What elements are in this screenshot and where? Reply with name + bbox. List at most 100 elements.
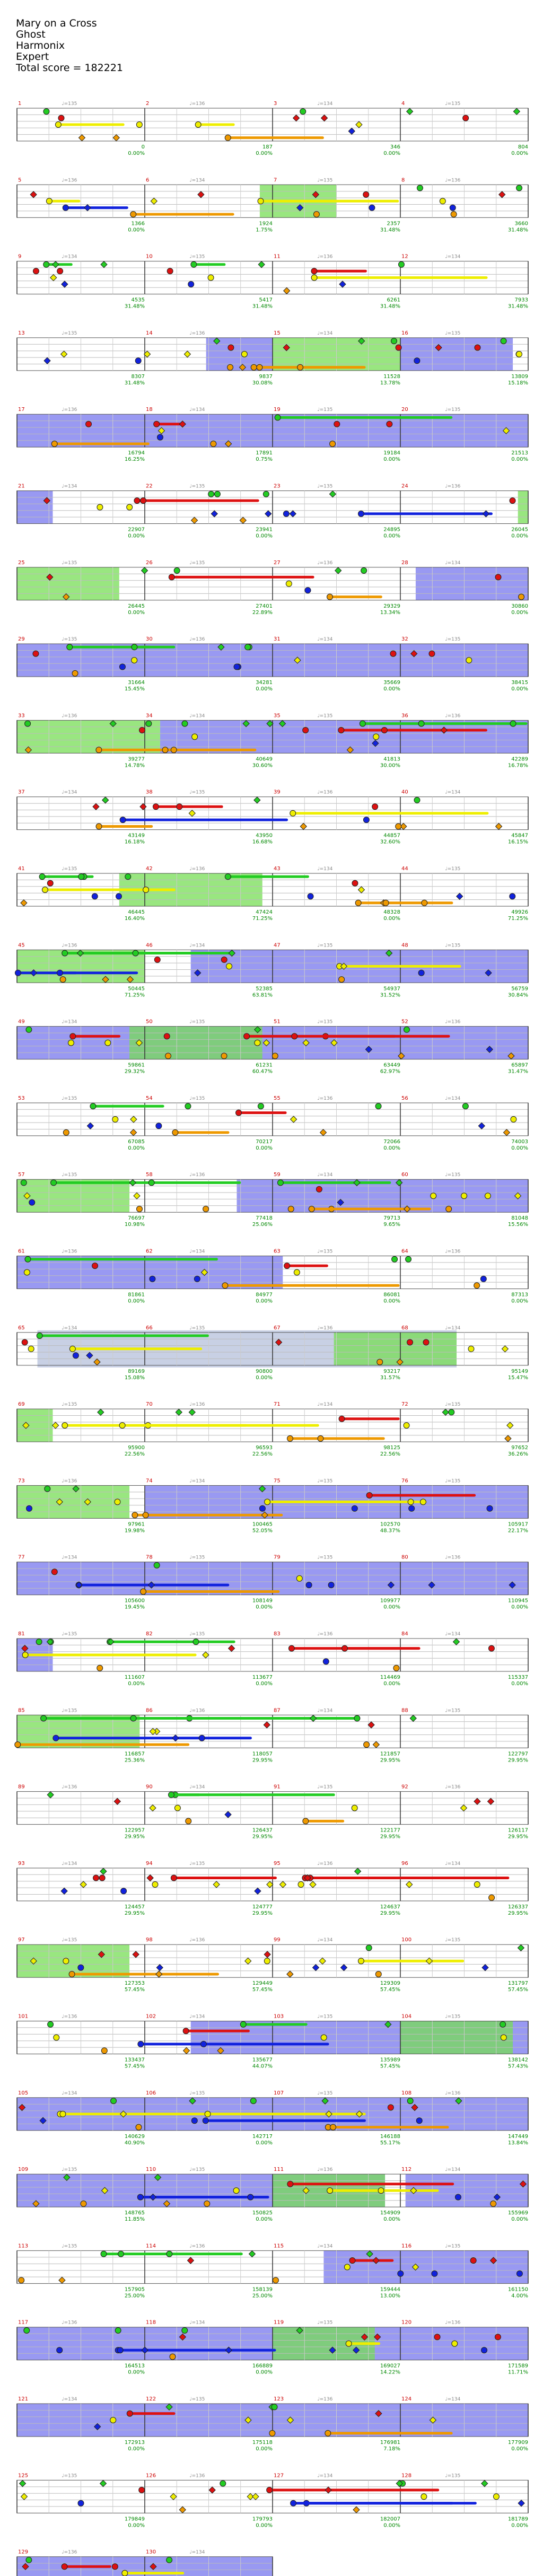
bpm-marker: ♩=134 bbox=[189, 2550, 205, 2555]
measure-score: 127353 bbox=[125, 1981, 145, 1986]
measure-percent: 22.89% bbox=[252, 610, 273, 616]
measure-percent: 0.00% bbox=[256, 1145, 273, 1151]
measure-score: 804 bbox=[518, 144, 528, 150]
measure-number: 50 bbox=[146, 1019, 153, 1025]
measure-number: 40 bbox=[401, 790, 408, 795]
measure-score: 177909 bbox=[508, 2440, 528, 2446]
measure-percent: 30.84% bbox=[508, 992, 528, 998]
gem-note bbox=[220, 2480, 226, 2487]
gem-note bbox=[434, 2334, 441, 2341]
measure-percent: 0.00% bbox=[383, 686, 400, 692]
bpm-marker: ♩=134 bbox=[445, 2397, 460, 2402]
highway-row: 97♩=13512735357.45%98♩=13612944957.45%99… bbox=[16, 1937, 529, 1993]
measure-percent: 31.52% bbox=[380, 992, 400, 998]
measure-percent: 4.00% bbox=[511, 2293, 528, 2299]
measure-percent: 0.00% bbox=[128, 2522, 145, 2528]
measure-score: 90800 bbox=[256, 1369, 273, 1374]
measure-number: 67 bbox=[274, 1325, 281, 1331]
hopo-note bbox=[296, 204, 304, 212]
bpm-marker: ♩=136 bbox=[445, 2320, 460, 2326]
measure-number: 54 bbox=[146, 1096, 153, 1101]
measure-number: 15 bbox=[274, 330, 281, 336]
gem-note bbox=[454, 2194, 461, 2201]
measure-score: 97652 bbox=[511, 1445, 528, 1451]
gem-note bbox=[311, 268, 318, 275]
measure-score: 81048 bbox=[511, 1215, 528, 1221]
measure-number: 60 bbox=[401, 1172, 408, 1178]
hopo-note bbox=[517, 1944, 525, 1952]
gem-note bbox=[373, 733, 380, 740]
gem-note bbox=[317, 1435, 324, 1442]
measure-score: 129449 bbox=[252, 1981, 273, 1986]
measure-percent: 31.48% bbox=[380, 227, 400, 233]
measure-score: 31664 bbox=[128, 680, 145, 686]
measure-number: 63 bbox=[274, 1249, 281, 1255]
measure-score: 49926 bbox=[511, 909, 528, 915]
measure-percent: 32.60% bbox=[380, 839, 400, 845]
highway-row: 101♩=13613343757.45%102♩=13413567744.07%… bbox=[16, 2014, 529, 2070]
bpm-marker: ♩=134 bbox=[189, 1249, 205, 1255]
gem-note bbox=[466, 657, 472, 664]
gem-note bbox=[77, 1964, 84, 1971]
bpm-marker: ♩=134 bbox=[317, 331, 332, 336]
measure-number: 84 bbox=[401, 1631, 408, 1637]
gem-note bbox=[403, 1026, 410, 1033]
measure-percent: 62.97% bbox=[380, 1069, 400, 1075]
bpm-marker: ♩=135 bbox=[317, 484, 332, 489]
gem-note bbox=[445, 1206, 452, 1212]
measure-percent: 29.95% bbox=[125, 1911, 145, 1916]
measure-score: 43950 bbox=[256, 833, 273, 839]
measure-number: 37 bbox=[18, 790, 25, 795]
hopo-note bbox=[319, 1957, 326, 1965]
measure-percent: 40.90% bbox=[125, 2140, 145, 2146]
measure-number: 6 bbox=[146, 177, 149, 183]
measure-percent: 15.08% bbox=[125, 1375, 145, 1381]
gem-note bbox=[166, 2250, 173, 2257]
hopo-note bbox=[375, 2409, 382, 2417]
measure-score: 122177 bbox=[380, 1828, 400, 1834]
hopo-note bbox=[211, 510, 218, 518]
hopo-note bbox=[329, 2346, 336, 2354]
measure-percent: 0.00% bbox=[128, 1681, 145, 1687]
bpm-marker: ♩=134 bbox=[189, 2320, 205, 2326]
hopo-note bbox=[43, 357, 51, 365]
bpm-marker: ♩=134 bbox=[62, 790, 77, 795]
hopo-note bbox=[143, 351, 151, 358]
bpm-marker: ♩=134 bbox=[445, 1632, 460, 1637]
bpm-marker: ♩=134 bbox=[317, 2244, 332, 2249]
hopo-note bbox=[154, 2174, 162, 2181]
measure-score: 164513 bbox=[125, 2363, 145, 2369]
highway-row: 53♩=135670850.00%54♩=135702170.00%55♩=13… bbox=[16, 1096, 529, 1151]
hopo-note bbox=[100, 1868, 107, 1875]
bpm-marker: ♩=136 bbox=[62, 1785, 77, 1790]
measure-percent: 29.95% bbox=[508, 1757, 528, 1763]
gem-note bbox=[488, 1645, 495, 1652]
measure-score: 133437 bbox=[125, 2057, 145, 2063]
gem-note bbox=[307, 893, 314, 900]
measure-score: 172913 bbox=[125, 2440, 145, 2446]
gem-note bbox=[137, 2194, 144, 2201]
measure-score: 148765 bbox=[125, 2210, 145, 2216]
bpm-marker: ♩=136 bbox=[189, 331, 205, 336]
bpm-marker: ♩=134 bbox=[317, 637, 332, 642]
measure-percent: 0.00% bbox=[511, 686, 528, 692]
hopo-note bbox=[18, 2104, 26, 2111]
hopo-note bbox=[367, 1721, 375, 1729]
gem-note bbox=[262, 490, 269, 497]
measure-number: 1 bbox=[18, 101, 21, 107]
hopo-note bbox=[179, 420, 186, 428]
measure-percent: 29.95% bbox=[380, 1834, 400, 1840]
gem-note bbox=[110, 2098, 117, 2104]
measure-percent: 0.00% bbox=[256, 2446, 273, 2452]
hopo-note bbox=[513, 108, 521, 115]
measure-number: 34 bbox=[146, 713, 153, 719]
measure-number: 31 bbox=[274, 636, 281, 642]
measure-number: 49 bbox=[18, 1019, 25, 1025]
bpm-marker: ♩=134 bbox=[189, 178, 205, 183]
gem-note bbox=[153, 420, 160, 427]
measure-number: 68 bbox=[401, 1325, 408, 1331]
gem-note bbox=[155, 1123, 162, 1129]
hopo-note bbox=[266, 1881, 274, 1888]
measure-score: 124457 bbox=[125, 1904, 145, 1910]
measure-number: 77 bbox=[18, 1555, 25, 1561]
